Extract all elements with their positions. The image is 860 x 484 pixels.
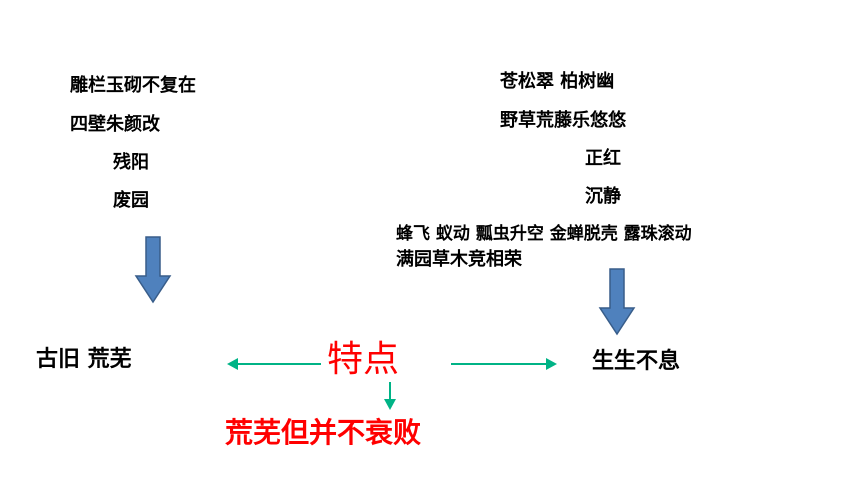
left-line-3: 残阳 [113, 152, 149, 173]
right-result: 生生不息 [592, 349, 681, 374]
right-line-5: 蜂飞 蚁动 瓢虫升空 金蝉脱壳 露珠滚动 [396, 224, 692, 244]
right-down-arrow-icon [598, 268, 636, 336]
left-line-1: 雕栏玉砌不复在 [70, 75, 196, 96]
down-connector-arrow-icon [384, 382, 396, 410]
left-line-4: 废园 [113, 190, 149, 211]
left-line-2: 四壁朱颜改 [70, 114, 160, 135]
center-conclusion: 荒芜但并不衰败 [225, 416, 422, 449]
right-line-4: 沉静 [585, 186, 621, 207]
right-line-2: 野草荒藤乐悠悠 [500, 110, 626, 131]
left-down-arrow-icon [134, 236, 172, 304]
right-line-6: 满园草木竞相荣 [396, 249, 522, 270]
left-connector-arrow-icon [227, 358, 321, 370]
right-connector-arrow-icon [451, 358, 557, 370]
center-title: 特点 [327, 339, 400, 380]
right-line-3: 正红 [585, 148, 621, 169]
right-line-1: 苍松翠 柏树幽 [500, 71, 615, 92]
left-result: 古旧 荒芜 [36, 347, 132, 372]
